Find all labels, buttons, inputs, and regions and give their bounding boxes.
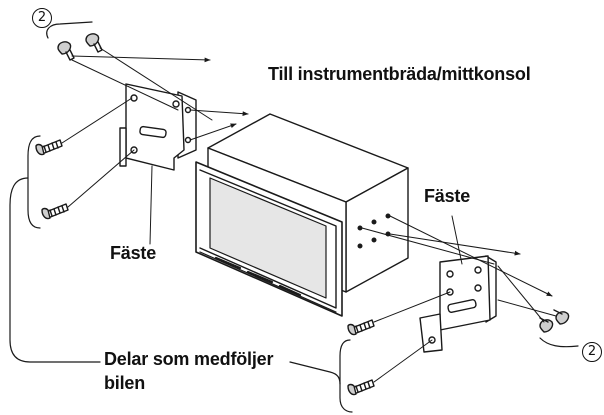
head-unit: [195, 113, 409, 317]
screw-top-a: [57, 41, 75, 61]
car-parts-label: Delar som medföljer bilen: [104, 347, 273, 395]
screw-left-upper: [35, 139, 63, 156]
connector-delar-right: [289, 361, 341, 385]
assembly-lines: [61, 47, 557, 383]
brace-bottom-right: [539, 337, 579, 348]
car-parts-label-line2: bilen: [104, 373, 146, 393]
callout-number-bottom: 2: [582, 342, 602, 362]
screw-right-upper: [347, 319, 375, 336]
bracket-label-left: Fäste: [110, 243, 157, 263]
screw-right-small-a: [539, 317, 554, 333]
left-bracket: [119, 83, 197, 171]
destination-label: Till instrumentbräda/mittkonsol: [268, 64, 531, 84]
callout-number-top: 2: [32, 8, 52, 28]
screw-top-b: [85, 33, 103, 53]
right-bracket: [419, 255, 497, 353]
screw-right-lower: [347, 379, 375, 396]
screen: [209, 177, 327, 299]
car-parts-label-line1: Delar som medföljer: [104, 349, 274, 369]
screw-left-lower: [41, 203, 69, 220]
brace-left: [27, 135, 41, 229]
screw-right-small-b: [553, 309, 570, 325]
brace-delar: [9, 177, 101, 363]
bracket-label-right: Fäste: [424, 186, 471, 206]
brace-right: [339, 339, 353, 413]
brace-top-left: [46, 21, 93, 39]
